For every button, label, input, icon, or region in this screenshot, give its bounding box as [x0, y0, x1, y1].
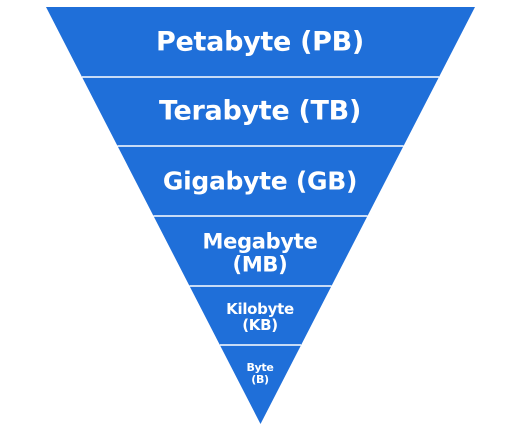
tier-label-kilobyte: Kilobyte (KB) [226, 299, 294, 334]
tier-label-megabyte: Megabyte (MB) [202, 229, 318, 276]
tier-label-byte: Byte (B) [246, 361, 274, 386]
tier-label-petabyte: Petabyte (PB) [156, 26, 364, 58]
tier-label-terabyte: Terabyte (TB) [158, 95, 362, 127]
tier-label-gigabyte: Gigabyte (GB) [162, 166, 358, 196]
